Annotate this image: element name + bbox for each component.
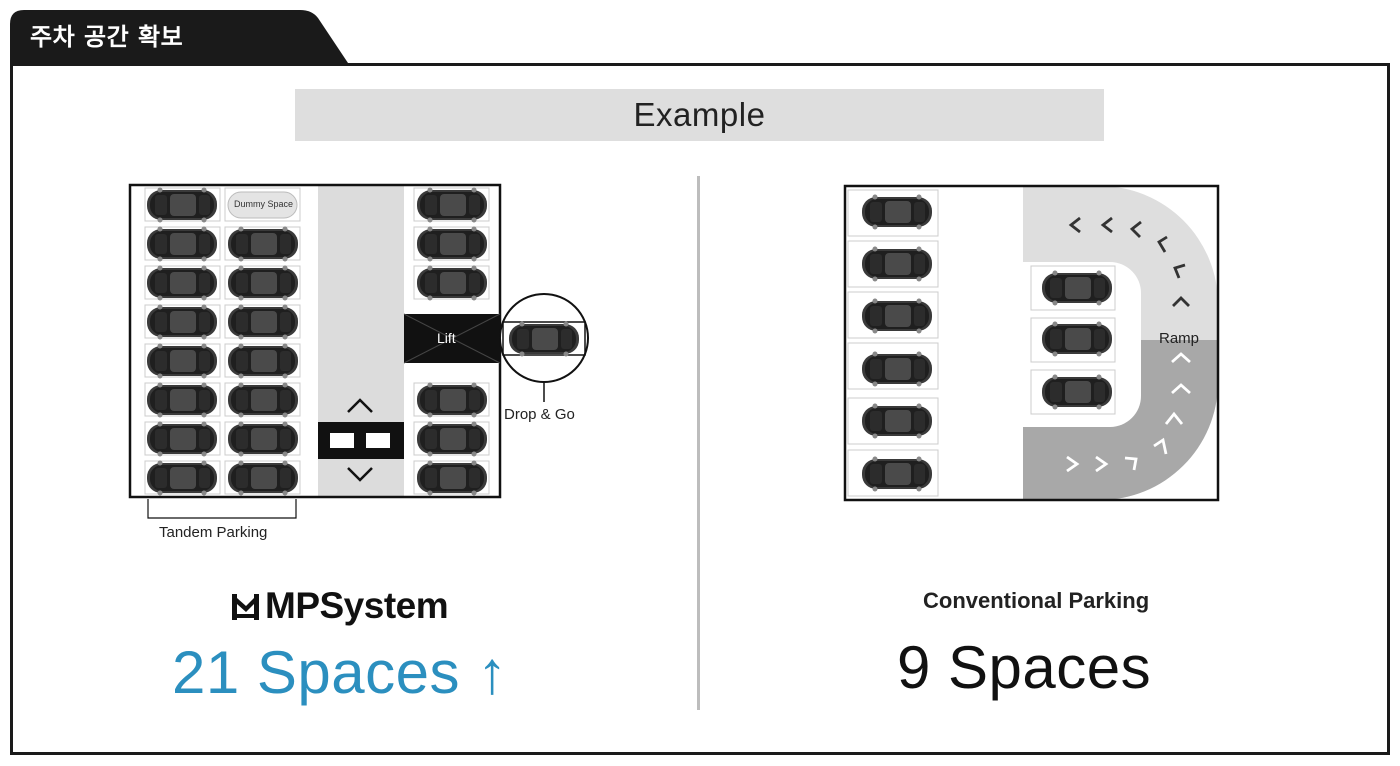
dummy-space bbox=[227, 191, 298, 219]
conventional-spaces: 9 Spaces bbox=[897, 634, 1152, 701]
car-icon bbox=[862, 456, 932, 492]
car-icon bbox=[862, 298, 932, 334]
ramp-direction-arrows bbox=[1066, 216, 1191, 473]
car-icon bbox=[228, 226, 298, 262]
drop-go-label: Drop & Go bbox=[504, 406, 575, 423]
car-icon bbox=[228, 421, 298, 457]
content-frame bbox=[10, 63, 1390, 755]
left-column-slots bbox=[144, 187, 301, 495]
mp-system-brand: MPSystem bbox=[231, 585, 449, 627]
mp-system-name: MPSystem bbox=[265, 585, 449, 626]
tandem-parking-label: Tandem Parking bbox=[159, 524, 268, 541]
conventional-diagram bbox=[843, 184, 1220, 502]
mp-system-diagram bbox=[128, 183, 589, 519]
car-icon bbox=[417, 421, 487, 457]
center-divider bbox=[697, 176, 700, 710]
car-icon bbox=[228, 265, 298, 301]
car-icon bbox=[147, 265, 217, 301]
car-icon bbox=[862, 351, 932, 387]
ramp-label: Ramp bbox=[1159, 330, 1200, 347]
car-icon bbox=[509, 321, 579, 357]
lift-label: Lift bbox=[437, 330, 456, 346]
header-tab bbox=[10, 10, 350, 66]
conventional-title: Conventional Parking bbox=[923, 588, 1150, 613]
car-icon bbox=[147, 382, 217, 418]
car-icon bbox=[417, 265, 487, 301]
header-tab-title: 주차 공간 확보 bbox=[30, 23, 184, 51]
car-icon bbox=[1042, 270, 1112, 306]
car-icon bbox=[228, 343, 298, 379]
car-icon bbox=[417, 460, 487, 496]
car-icon bbox=[862, 194, 932, 230]
mp-system-spaces: 21 Spaces ↑ bbox=[172, 639, 508, 706]
car-icon bbox=[228, 382, 298, 418]
car-icon bbox=[417, 226, 487, 262]
tandem-bracket bbox=[147, 499, 297, 519]
car-icon bbox=[147, 226, 217, 262]
car-icon bbox=[147, 304, 217, 340]
mp-logo-icon bbox=[232, 594, 259, 620]
car-icon bbox=[1042, 374, 1112, 410]
chevron-up-icon bbox=[347, 398, 373, 413]
car-icon bbox=[862, 246, 932, 282]
car-icon bbox=[417, 187, 487, 223]
car-icon bbox=[417, 382, 487, 418]
car-icon bbox=[1042, 321, 1112, 357]
chevron-down-icon bbox=[347, 467, 373, 482]
example-title: Example bbox=[633, 96, 766, 133]
dummy-space-label: Dummy Space bbox=[234, 199, 294, 209]
car-icon bbox=[147, 187, 217, 223]
car-icon bbox=[228, 460, 298, 496]
car-icon bbox=[228, 304, 298, 340]
example-banner: Example bbox=[295, 89, 1104, 141]
conventional-layout-border bbox=[843, 184, 1220, 502]
car-icon bbox=[147, 421, 217, 457]
car-icon bbox=[862, 403, 932, 439]
car-icon bbox=[147, 460, 217, 496]
car-icon bbox=[147, 343, 217, 379]
